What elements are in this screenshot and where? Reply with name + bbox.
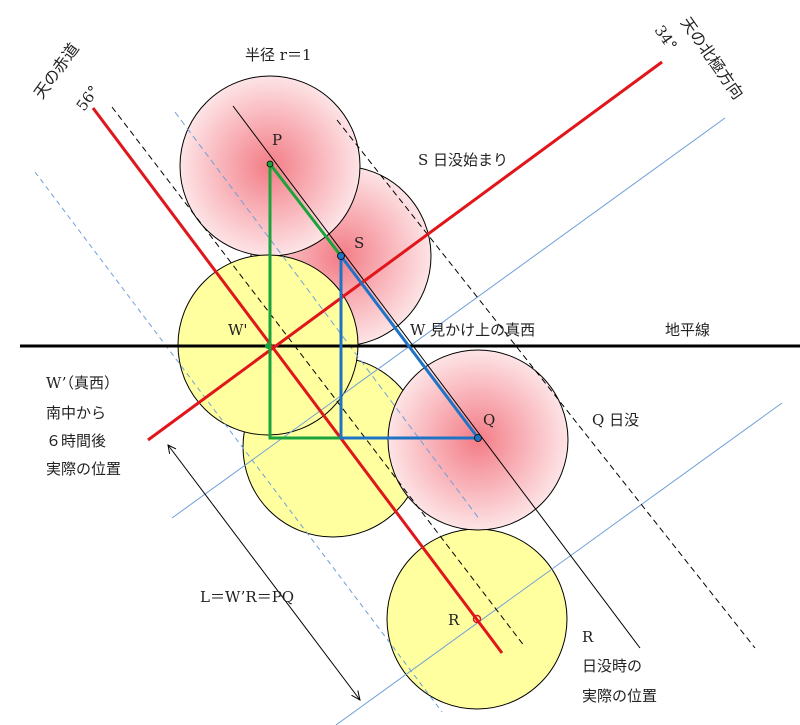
left-description-3: ６時間後 — [46, 432, 106, 450]
point-w-prime — [265, 343, 271, 349]
length-label: L＝W’R＝PQ — [200, 588, 294, 606]
sun-discs — [177, 75, 569, 710]
celestial-equator-line — [91, 107, 504, 654]
point-q-label: Q — [483, 411, 495, 429]
points — [265, 160, 482, 624]
north-angle-label: 34° — [651, 22, 681, 54]
horizon-label: 地平線 — [665, 321, 710, 339]
point-s — [337, 252, 345, 260]
left-description-1: W’（真西） — [46, 374, 119, 392]
point-s-label: S — [354, 234, 364, 252]
green-hypotenuse — [268, 163, 343, 257]
black-solid-center — [232, 105, 641, 649]
blue-hypotenuse — [339, 255, 480, 439]
point-r — [472, 614, 482, 624]
left-description-4: 実際の位置 — [46, 460, 121, 478]
point-p — [266, 160, 274, 168]
point-w-prime-label: W' — [228, 321, 248, 339]
left-description-2: 南中から — [46, 404, 106, 422]
q-description: Q 日没 — [592, 411, 639, 429]
black-dashed-right — [336, 119, 756, 649]
light-blue-dashed-center — [174, 111, 481, 521]
s-description: S 日没始まり — [418, 151, 508, 169]
length-arrow — [168, 445, 360, 700]
red-lines — [91, 60, 663, 654]
point-r-label: R — [448, 611, 460, 629]
r-description-2: 日没時の — [582, 657, 642, 675]
north-pole-direction-line — [147, 60, 663, 442]
equator-label: 天の赤道 — [30, 39, 83, 102]
black-aux-lines — [111, 105, 756, 649]
w-description: W 見かけ上の真西 — [410, 321, 535, 339]
point-q — [474, 434, 482, 442]
light-blue-dashed-left — [34, 171, 443, 713]
r-description-3: 実際の位置 — [582, 687, 657, 705]
r-description-1: R — [582, 628, 594, 646]
light-blue-line-bottom — [335, 402, 783, 725]
blue-triangle — [339, 256, 478, 440]
black-dashed-left — [111, 106, 526, 648]
point-p-label: P — [272, 131, 282, 149]
equator-angle-label: 56° — [73, 82, 103, 114]
north-pole-label: 天の北極方向 — [677, 13, 748, 103]
radius-label: 半径 r＝1 — [245, 46, 311, 64]
